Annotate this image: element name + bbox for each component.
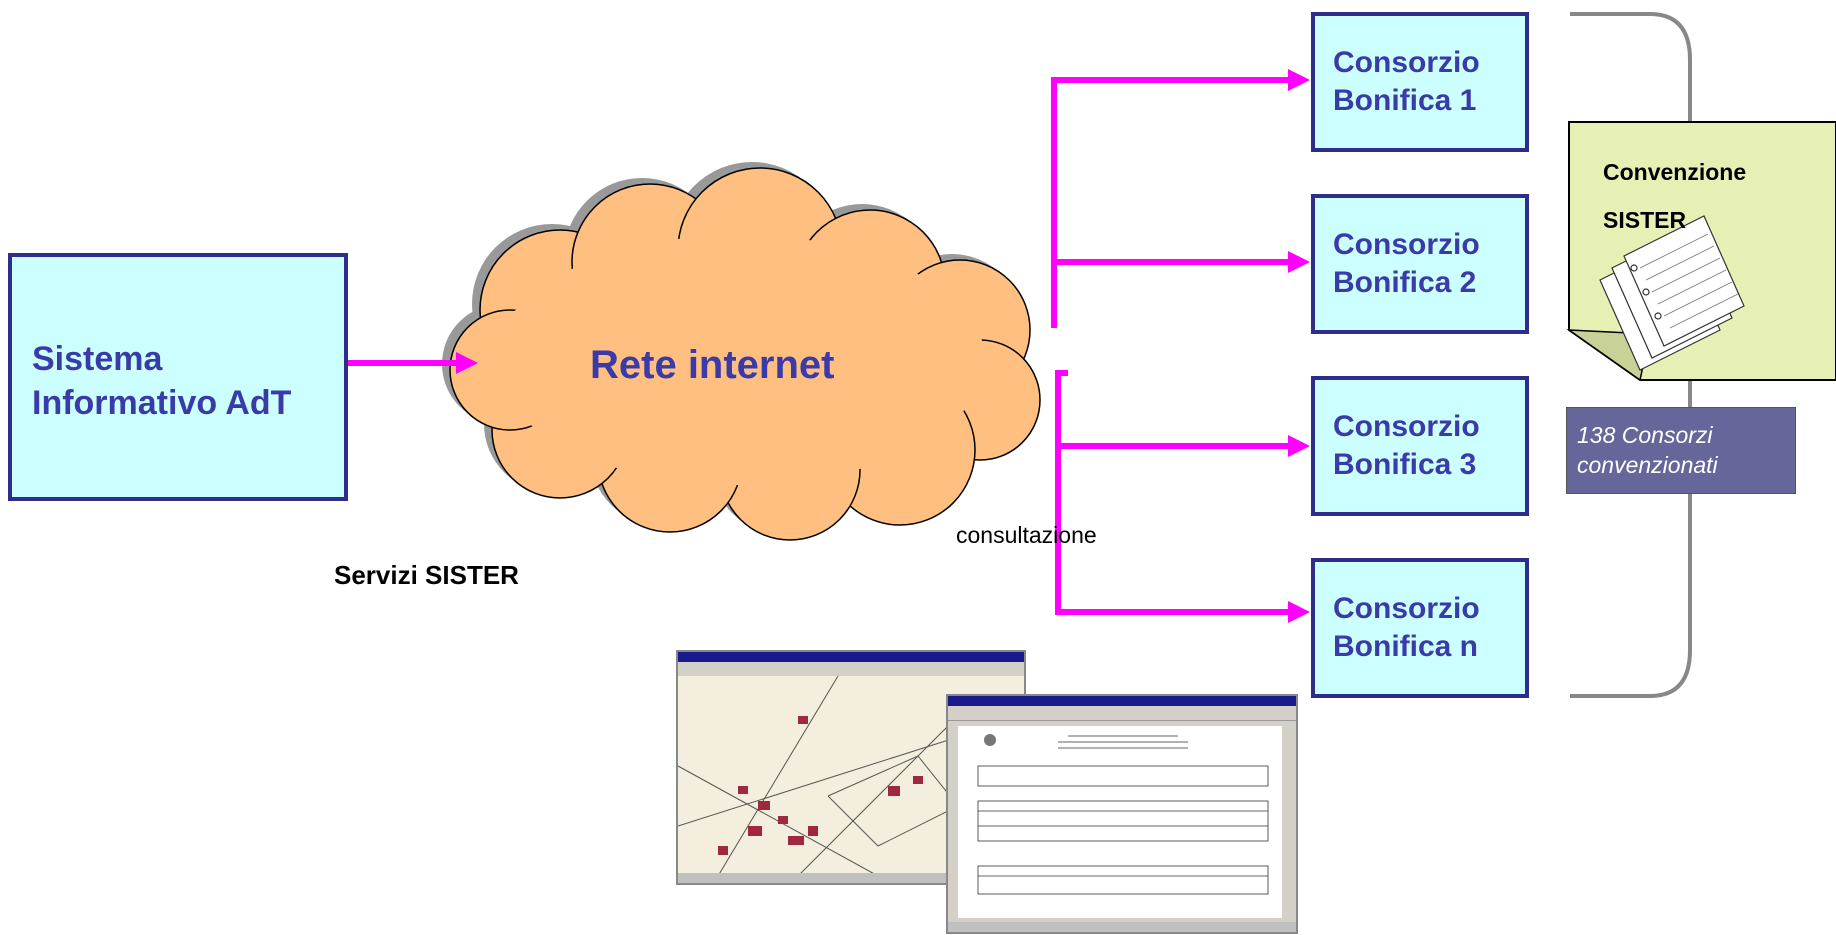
sistema-informativo-box: Sistema Informativo AdT — [8, 253, 348, 501]
arrow-to-consorzio-1 — [1051, 77, 1290, 328]
consorzio-2-line-2: Bonifica 2 — [1333, 266, 1477, 299]
consorzio-3-line-2: Bonifica 3 — [1333, 448, 1477, 481]
reader-menu — [948, 706, 1296, 721]
convenzione-line-1: Convenzione — [1603, 159, 1747, 185]
consorzio-box-1: Consorzio Bonifica 1 — [1311, 12, 1529, 152]
consorzio-box-3: Consorzio Bonifica 3 — [1311, 376, 1529, 516]
note-line-2: convenzionati — [1577, 452, 1718, 478]
visura-document — [958, 726, 1282, 918]
arrow-heads — [456, 69, 1310, 623]
cloud-body — [495, 235, 985, 485]
consultazione-label: consultazione — [956, 522, 1097, 548]
map-status-bar — [678, 873, 1024, 883]
map-toolbar — [678, 662, 1024, 677]
arrow-to-consorzio-n — [1055, 446, 1290, 615]
arrow-to-consorzio-3 — [1055, 370, 1290, 449]
convenzione-title: Convenzione SISTER — [1603, 148, 1746, 244]
source-line-2: Informativo AdT — [32, 384, 292, 422]
consorzio-2-line-1: Consorzio — [1333, 228, 1480, 261]
connectors — [314, 77, 1290, 615]
taskbar — [948, 922, 1296, 932]
consorzio-box-n: Consorzio Bonifica n — [1311, 558, 1529, 698]
cloud-label: Rete internet — [590, 343, 835, 387]
consorzio-n-line-2: Bonifica n — [1333, 630, 1479, 663]
consorzio-3-line-1: Consorzio — [1333, 410, 1480, 443]
map-title-bar — [678, 652, 1024, 662]
paper-stack-icon — [1599, 215, 1745, 371]
visura-content — [977, 734, 1269, 895]
consorzio-1-line-2: Bonifica 1 — [1333, 84, 1477, 117]
convenzione-line-2: SISTER — [1603, 207, 1687, 233]
consorzio-1-line-1: Consorzio — [1333, 46, 1480, 79]
consorzi-count-note: 138 Consorzi convenzionati — [1566, 407, 1796, 494]
servizi-label: Servizi SISTER — [334, 560, 519, 590]
consorzio-n-line-1: Consorzio — [1333, 592, 1480, 625]
source-line-1: Sistema — [32, 340, 163, 378]
note-line-1: 138 Consorzi — [1577, 422, 1713, 448]
consorzio-box-2: Consorzio Bonifica 2 — [1311, 194, 1529, 334]
reader-title-bar — [948, 696, 1296, 706]
pdf-screenshot-thumbnail — [946, 694, 1298, 934]
